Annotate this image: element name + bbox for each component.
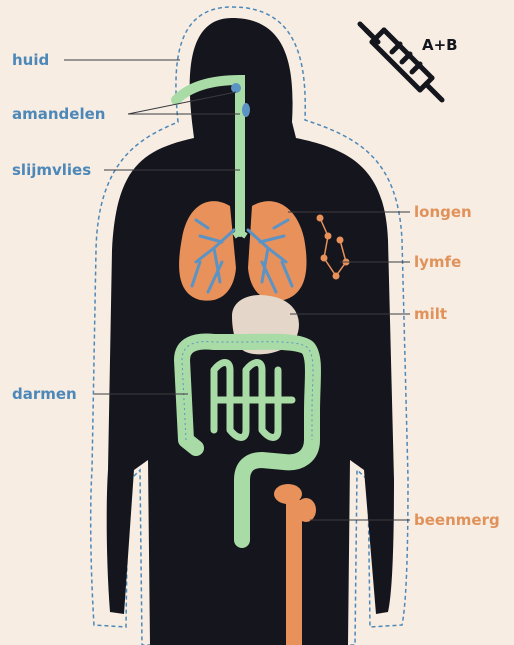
label-huid: huid — [12, 51, 49, 69]
label-darmen: darmen — [12, 385, 77, 403]
tonsil-right — [242, 103, 250, 117]
vaccine-badge: A+B — [422, 36, 458, 54]
label-milt: milt — [414, 305, 447, 323]
label-longen: longen — [414, 203, 472, 221]
tonsil-left — [231, 83, 241, 93]
label-lymfe: lymfe — [414, 253, 461, 271]
label-slijmvlies: slijmvlies — [12, 161, 91, 179]
label-beenmerg: beenmerg — [414, 511, 500, 529]
label-amandelen: amandelen — [12, 105, 105, 123]
